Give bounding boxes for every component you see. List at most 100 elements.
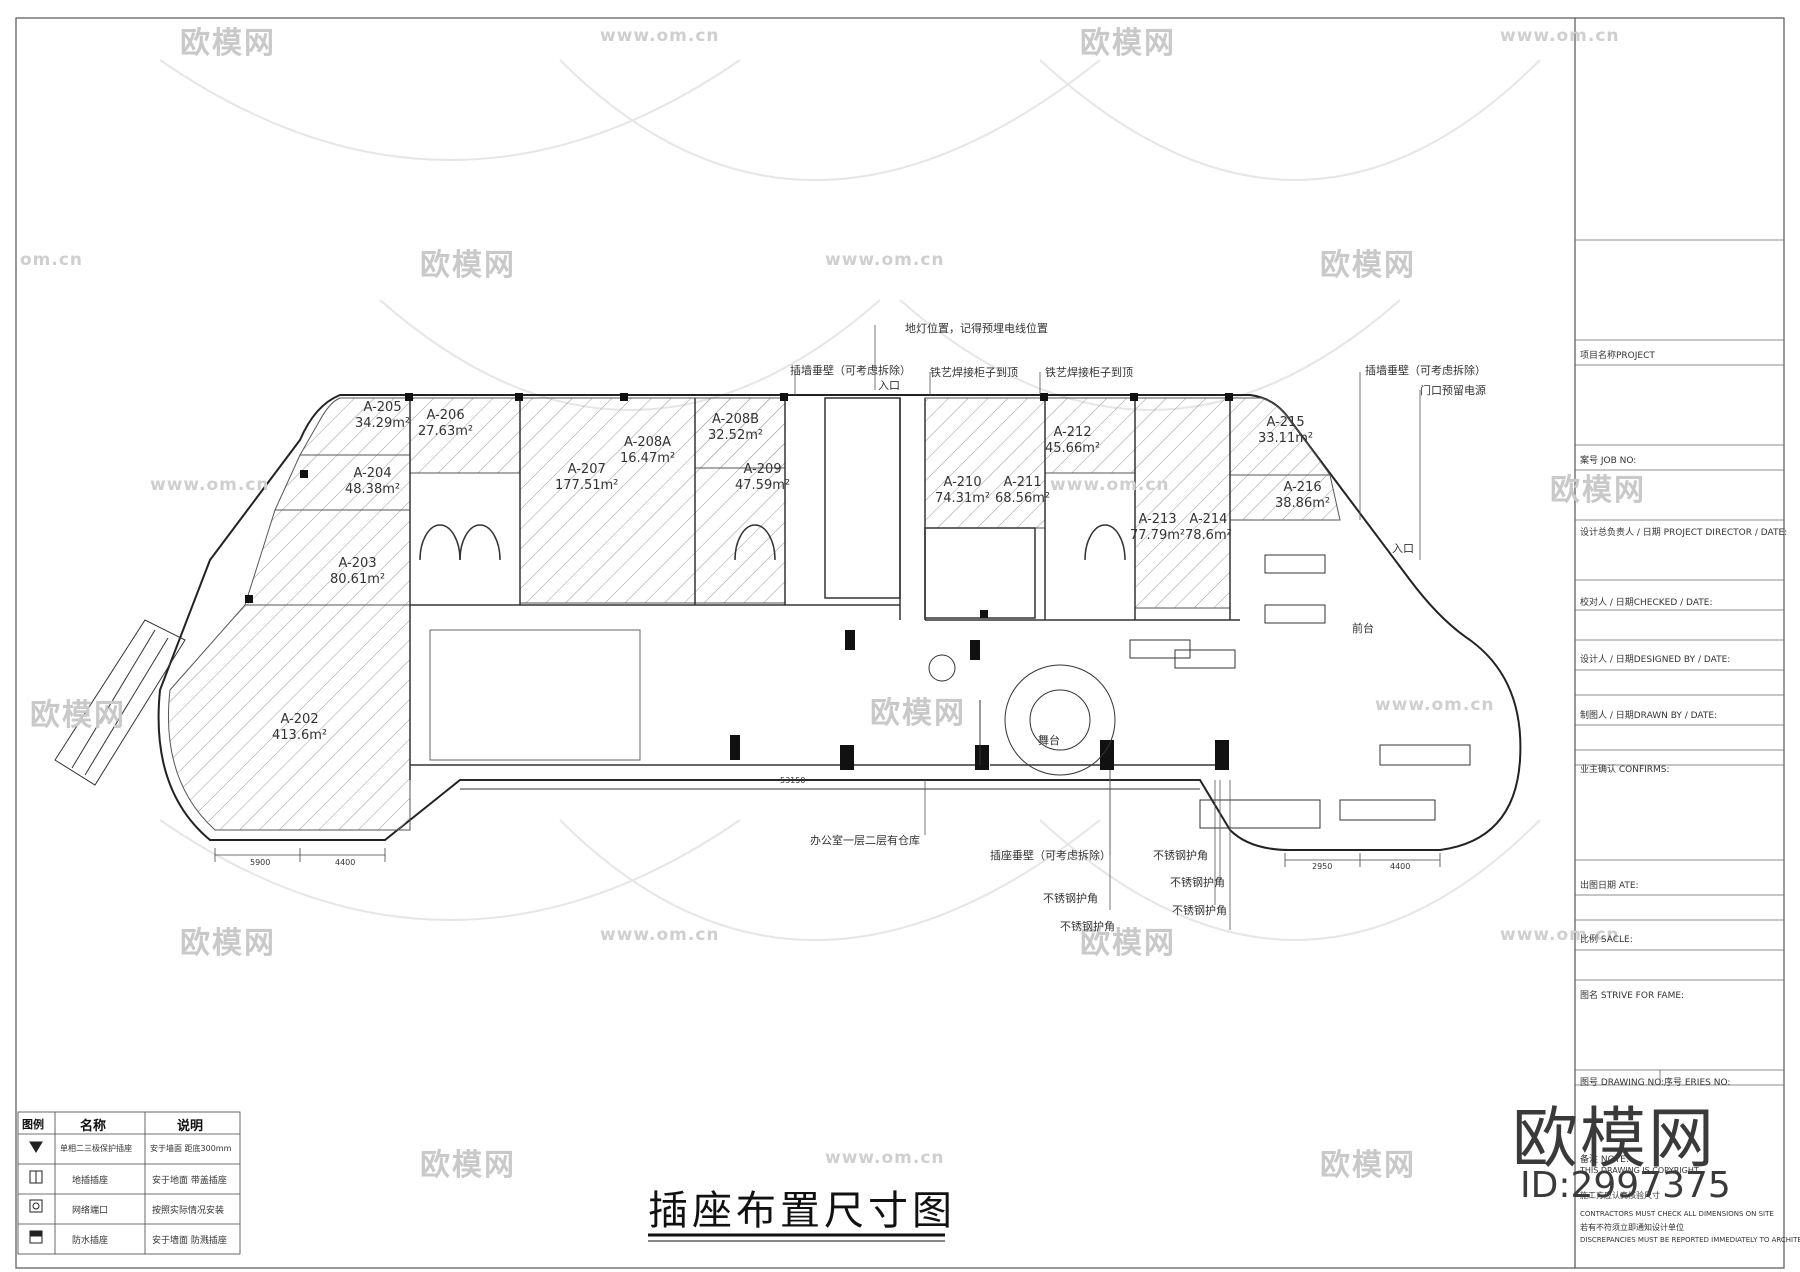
watermark-logo: 欧模网 xyxy=(1080,26,1176,61)
note-partition-left: 插墙垂壁（可考虑拆除） xyxy=(790,364,911,377)
note-reception: 前台 xyxy=(1352,622,1374,635)
note-steel-corner: 不锈钢护角 xyxy=(1172,904,1227,917)
watermark-logo: 欧模网 xyxy=(1320,1148,1416,1183)
room-area: 80.61m² xyxy=(330,572,386,587)
room-area: 38.86m² xyxy=(1275,496,1331,511)
note-floor-lamp: 地灯位置，记得预埋电线位置 xyxy=(905,322,1048,335)
legend-row-name: 防水插座 xyxy=(72,1236,109,1246)
legend-row-name: 地插插座 xyxy=(72,1176,109,1186)
tb-copyright: THIS DRAWING IS COPYRIGHT xyxy=(1580,1166,1699,1175)
watermark-url: www.om.cn xyxy=(150,475,270,495)
room-area: 47.59m² xyxy=(735,478,791,493)
dimension-label: 2950 xyxy=(1312,862,1333,871)
escalator xyxy=(54,619,186,786)
note-steel-corner: 不锈钢护角 xyxy=(1153,849,1208,862)
watermark-url: www.om.cn xyxy=(600,925,720,945)
room-code: A-214 xyxy=(1189,512,1228,527)
tb-issue-date: 出图日期 ATE: xyxy=(1580,881,1639,891)
room-code: A-212 xyxy=(1053,425,1092,440)
room-area: 78.6m² xyxy=(1185,528,1232,543)
note-entrance-right: 入口 xyxy=(1392,542,1414,555)
note-entrance-top: 入口 xyxy=(878,379,900,392)
room-code: A-211 xyxy=(1003,475,1042,490)
tb-drawing-name: 图名 STRIVE FOR FAME: xyxy=(1580,991,1685,1001)
room-area: 27.63m² xyxy=(418,424,474,439)
room-area: 45.66m² xyxy=(1045,441,1101,456)
room-area: 177.51m² xyxy=(555,478,619,493)
watermark-logo: 欧模网 xyxy=(30,698,126,733)
dimension-label: 53150 xyxy=(780,776,806,785)
room-area: 33.11m² xyxy=(1258,431,1314,446)
room-code: A-210 xyxy=(943,475,982,490)
tb-confirm: 业主确认 CONFIRMS: xyxy=(1580,765,1670,775)
note-steel-corner: 不锈钢护角 xyxy=(1060,920,1115,933)
tb-note: DISCREPANCIES MUST BE REPORTED IMMEDIATE… xyxy=(1580,1236,1800,1244)
building-outline xyxy=(157,394,1522,851)
note-partition-right: 插墙垂壁（可考虑拆除） xyxy=(1365,364,1486,377)
corner-brand-id: ID:2997375 xyxy=(1520,1165,1731,1206)
room-code: A-209 xyxy=(743,462,782,477)
tb-series-no: 序号 ERIES NO: xyxy=(1664,1078,1731,1088)
tb-checked: 校对人 / 日期CHECKED / DATE: xyxy=(1580,598,1713,608)
tb-note: 若有不符须立即通知设计单位 xyxy=(1580,1223,1684,1232)
room-code: A-208B xyxy=(712,412,760,427)
watermark-url: www.om.cn xyxy=(1500,925,1620,945)
room-area: 34.29m² xyxy=(355,416,411,431)
legend-row-desc: 安于墙面 距底300mm xyxy=(150,1144,232,1153)
dimension-lines xyxy=(214,848,1441,867)
watermark-logo: 欧模网 xyxy=(1550,473,1646,508)
room-code: A-203 xyxy=(338,556,377,571)
corner-brand-logo: 欧模网 xyxy=(1512,1100,1716,1177)
note-iron-left: 铁艺焊接柜子到顶 xyxy=(930,366,1018,379)
watermark-logo: 欧模网 xyxy=(420,1148,516,1183)
structural-columns xyxy=(245,393,1233,770)
note-steel-corner: 不锈钢护角 xyxy=(1170,876,1225,889)
room-code: A-205 xyxy=(363,400,402,415)
watermark-logo: 欧模网 xyxy=(180,926,276,961)
title-block-lines xyxy=(1575,239,1784,1086)
tb-project: 项目名称PROJECT xyxy=(1580,351,1655,361)
dimension-label: 4400 xyxy=(335,858,356,867)
legend-header-name: 名称 xyxy=(80,1119,107,1134)
room-code: A-213 xyxy=(1138,512,1177,527)
room-hatching xyxy=(167,397,1341,831)
legend-row-desc: 按照实际情况安装 xyxy=(152,1206,225,1216)
room-area: 16.47m² xyxy=(620,451,676,466)
watermark-logo: 欧模网 xyxy=(180,26,276,61)
tb-drawing-no: 图号 DRAWING NO: xyxy=(1580,1078,1665,1088)
room-area: 68.56m² xyxy=(995,491,1051,506)
legend-row-name: 单相二三极保护插座 xyxy=(60,1144,132,1153)
room-code: A-206 xyxy=(426,408,465,423)
leader-lines xyxy=(794,325,1421,930)
watermark-url: www.om.cn xyxy=(1500,26,1620,46)
watermark-logo: 欧模网 xyxy=(870,696,966,731)
watermark-url: www.om.cn xyxy=(1375,695,1495,715)
sheet-border xyxy=(15,17,1785,1269)
tb-note: 施工方应认真核验尺寸 xyxy=(1580,1191,1660,1200)
room-code: A-208A xyxy=(624,435,672,450)
room-area: 48.38m² xyxy=(345,482,401,497)
note-stage: 舞台 xyxy=(1038,734,1060,747)
tb-note: CONTRACTORS MUST CHECK ALL DIMENSIONS ON… xyxy=(1580,1210,1774,1218)
dimension-label: 4400 xyxy=(1390,862,1411,871)
watermark-url: www.om.cn xyxy=(1050,475,1170,495)
legend-symbols xyxy=(29,1141,43,1244)
tb-scale: 比例 SACLE: xyxy=(1580,935,1633,945)
note-office-storage: 办公室一层二层有仓库 xyxy=(810,834,920,847)
room-code: A-204 xyxy=(353,466,392,481)
watermark-url: www.om.cn xyxy=(825,250,945,270)
room-area: 77.79m² xyxy=(1130,528,1186,543)
